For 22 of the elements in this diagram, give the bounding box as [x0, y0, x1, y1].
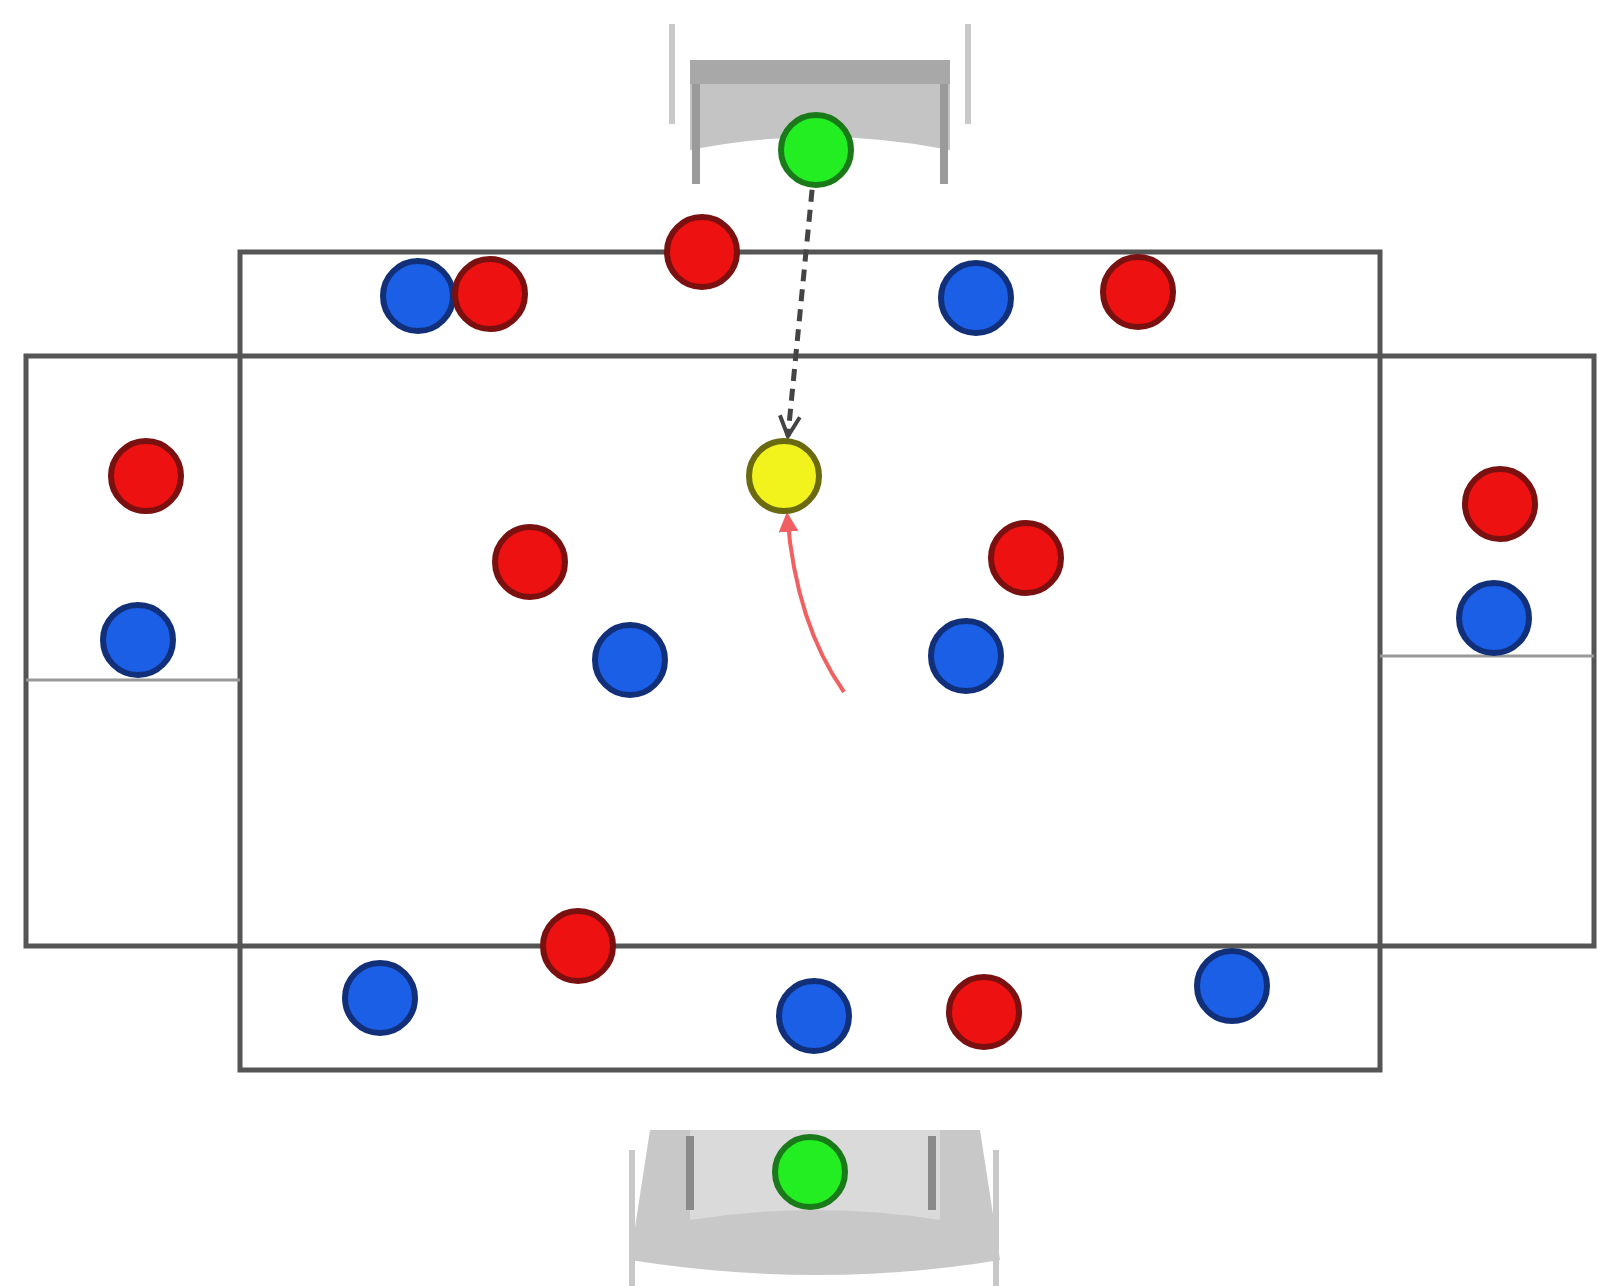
player-marker — [342, 960, 418, 1036]
player-marker — [452, 256, 528, 332]
player-marker — [492, 524, 568, 600]
ball-marker — [746, 438, 822, 514]
player-marker — [776, 978, 852, 1054]
player-marker — [380, 258, 456, 334]
player-marker — [108, 438, 184, 514]
run-arrow — [778, 511, 846, 694]
player-marker — [100, 602, 176, 678]
player-marker — [1100, 254, 1176, 330]
player-marker — [946, 974, 1022, 1050]
player-marker — [1456, 580, 1532, 656]
player-marker — [664, 214, 740, 290]
player-marker — [988, 520, 1064, 596]
player-marker — [928, 618, 1004, 694]
goalkeeper-marker — [778, 112, 854, 188]
pass-arrow — [777, 189, 815, 439]
player-marker — [592, 622, 668, 698]
player-marker — [938, 260, 1014, 336]
player-marker — [1462, 466, 1538, 542]
player-marker — [1194, 948, 1270, 1024]
player-marker — [540, 908, 616, 984]
